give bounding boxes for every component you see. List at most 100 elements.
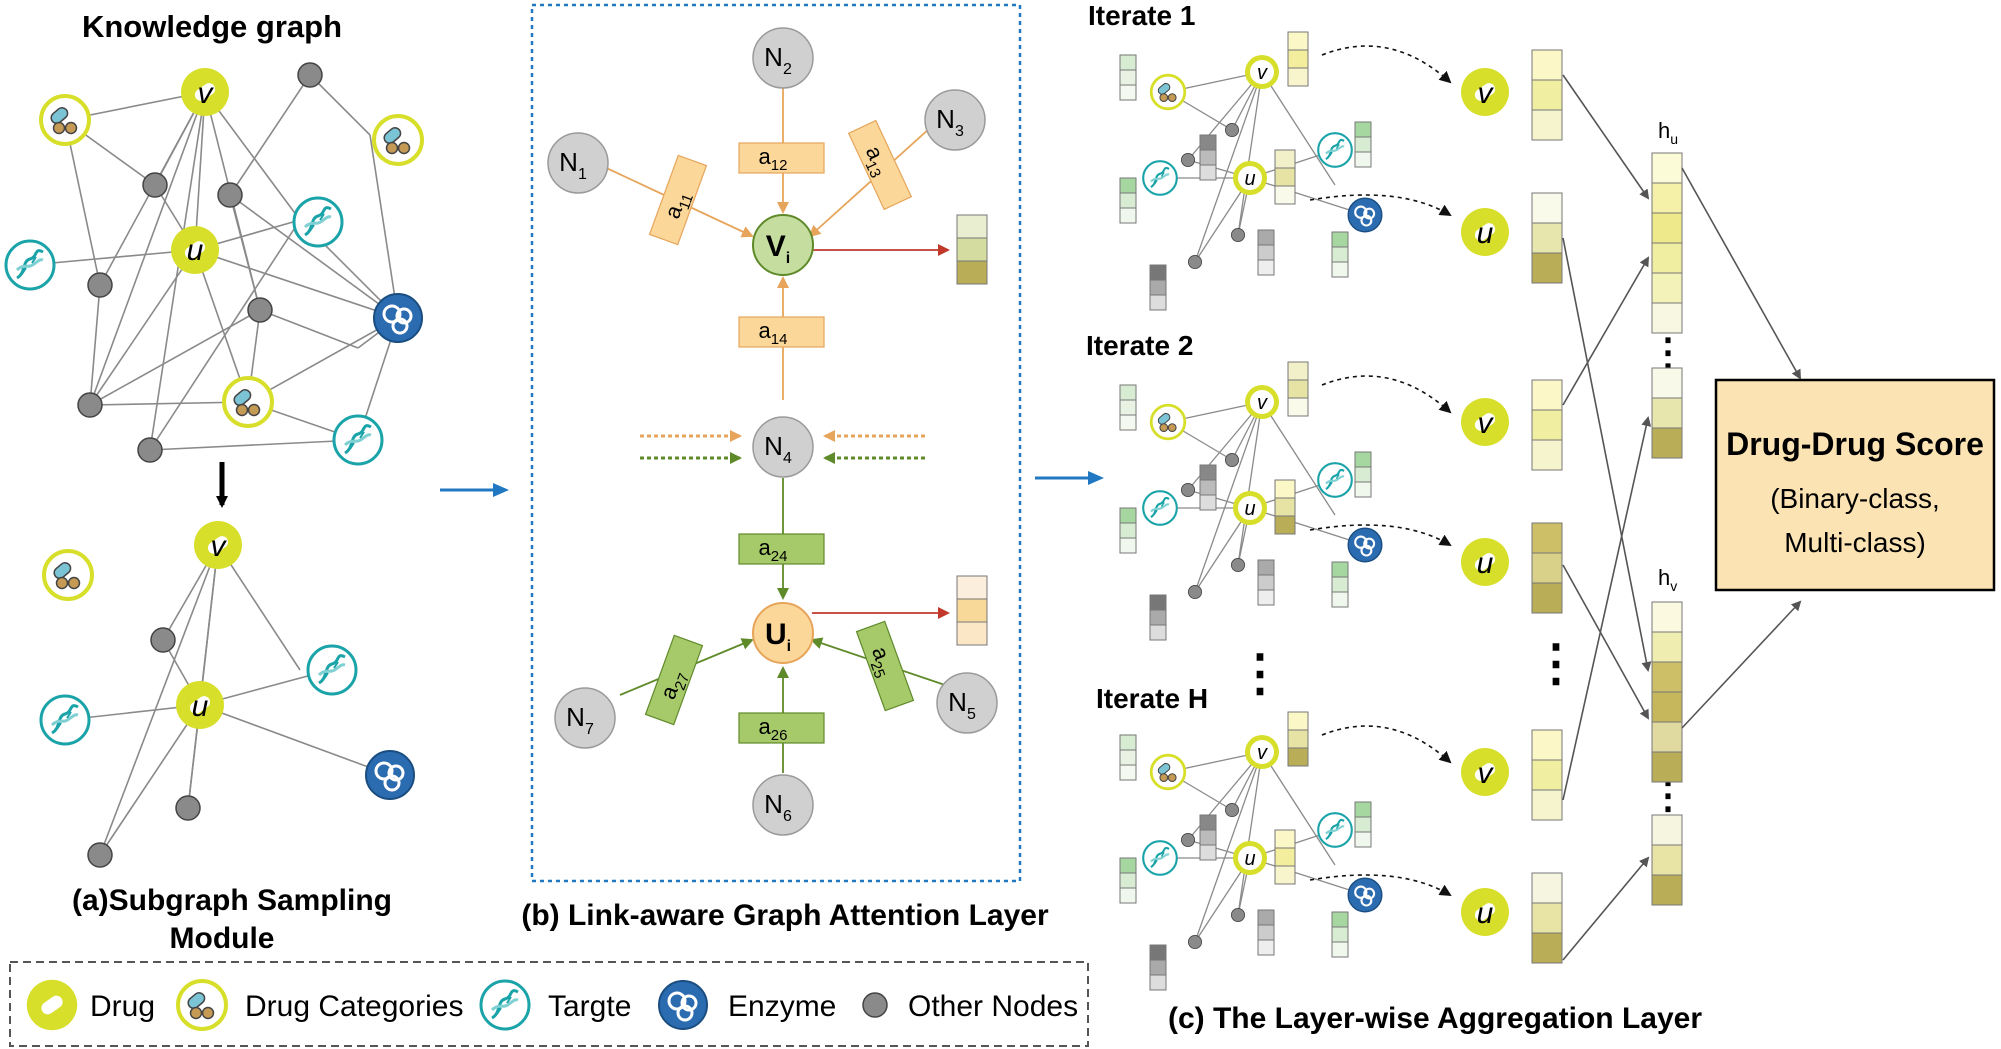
other-node-icon — [217, 182, 243, 208]
v-embedding-column — [1531, 379, 1563, 471]
other-node-icon — [1224, 122, 1240, 138]
drug-category-icon — [176, 979, 228, 1031]
drug-category-icon — [1149, 403, 1187, 441]
iterate-u-label: u — [1244, 168, 1255, 190]
svg-text:N2: N2 — [764, 42, 792, 78]
enzyme-icon — [1347, 197, 1383, 233]
enzyme-icon — [1347, 527, 1383, 563]
node-feature-column — [1199, 464, 1217, 511]
node-feature-column — [1354, 451, 1372, 498]
target-icon — [1317, 812, 1353, 848]
svg-text:a27: a27 — [655, 667, 693, 704]
attention-a12: a12 — [738, 142, 825, 174]
subgraph-edges — [64, 544, 391, 856]
node-feature-column — [1257, 909, 1275, 956]
panel-c-caption: (c) The Layer-wise Aggregation Layer — [1168, 1002, 1702, 1035]
node-feature-column — [1331, 561, 1349, 608]
legend-enzyme: Enzyme — [728, 990, 836, 1023]
node-feature-column — [1257, 229, 1275, 276]
other-node-icon — [862, 992, 888, 1018]
svg-text:N5: N5 — [948, 687, 976, 723]
iterate-2-label: Iterate 2 — [1086, 330, 1193, 361]
output-u: u — [1461, 208, 1509, 256]
node-n7: N7 — [554, 687, 616, 749]
vi-embedding — [956, 214, 988, 285]
output-u-label: u — [1477, 217, 1494, 250]
svg-text:Ui: Ui — [765, 618, 791, 655]
svg-text:a11: a11 — [659, 187, 697, 223]
u-embedding-column — [1531, 192, 1563, 284]
drug-category-icon — [1149, 753, 1187, 791]
other-node-icon — [175, 795, 201, 821]
other-node-icon — [1187, 254, 1203, 270]
target-icon — [479, 979, 531, 1031]
node-feature-column — [1119, 734, 1137, 781]
node-vi: Vi — [752, 214, 814, 276]
node-feature-column — [1149, 264, 1167, 311]
node-feature-column — [1331, 231, 1349, 278]
iterate-1-label: Iterate 1 — [1088, 0, 1195, 31]
node-v-label: v — [198, 77, 215, 110]
legend-other: Other Nodes — [908, 990, 1078, 1023]
other-node-icon — [247, 297, 273, 323]
drug-category-icon — [42, 549, 94, 601]
node-ui: Ui — [752, 602, 814, 664]
enzyme-icon — [372, 292, 424, 344]
panel-a: Knowledge graph — [4, 9, 424, 955]
node-u-label: u — [187, 234, 204, 267]
node-n4: N4 — [752, 416, 814, 478]
node-feature-column — [1331, 911, 1349, 958]
panel-a-caption-line2: Module — [170, 922, 275, 955]
enzyme-icon — [1347, 877, 1383, 913]
target-icon — [1142, 160, 1178, 196]
drug-category-icon — [1149, 73, 1187, 111]
enzyme-icon — [364, 749, 416, 801]
score-line2: Multi-class) — [1784, 527, 1926, 558]
node-n3: N3 — [924, 89, 986, 151]
iterate-u-label: u — [1244, 848, 1255, 870]
node-feature-column — [1149, 944, 1167, 991]
legend-drug-categories: Drug Categories — [245, 990, 463, 1023]
score-title: Drug-Drug Score — [1726, 426, 1984, 462]
other-node-icon — [1230, 227, 1246, 243]
attention-a26: a26 — [738, 712, 825, 744]
other-node-icon — [1187, 584, 1203, 600]
svg-text:a24: a24 — [759, 535, 788, 565]
hv-label: hv — [1658, 565, 1677, 594]
other-node-icon — [1224, 452, 1240, 468]
drug-category-icon — [222, 376, 274, 428]
node-feature-column — [1119, 384, 1137, 431]
node-feature-column — [1287, 711, 1309, 767]
output-u: u — [1461, 888, 1509, 936]
u-embedding-column — [1531, 872, 1563, 964]
other-node-icon — [87, 272, 113, 298]
attention-a11: a11 — [648, 154, 708, 246]
iterate-v-label: v — [1257, 742, 1268, 764]
output-v: v — [1461, 398, 1509, 446]
target-icon — [39, 694, 91, 746]
ui-embedding — [956, 575, 988, 646]
other-node-icon — [77, 392, 103, 418]
output-v-label: v — [1478, 77, 1495, 110]
embedding-ellipsis: ⋮ — [1531, 635, 1581, 691]
node-feature-column — [1149, 594, 1167, 641]
output-v: v — [1461, 68, 1509, 116]
node-n5: N5 — [936, 672, 998, 734]
node-feature-column — [1199, 814, 1217, 861]
output-u-label: u — [1477, 547, 1494, 580]
svg-text:a14: a14 — [759, 318, 788, 348]
other-node-icon — [1224, 802, 1240, 818]
node-feature-column — [1119, 177, 1137, 224]
hu-ellipsis: ⋮ — [1649, 332, 1687, 374]
node-feature-column — [1199, 134, 1217, 181]
node-n1: N1 — [547, 132, 609, 194]
drug-icon — [26, 979, 78, 1031]
attention-a24: a24 — [738, 533, 825, 565]
svg-text:N4: N4 — [764, 431, 792, 467]
iterate-h-label: Iterate H — [1096, 683, 1208, 714]
other-node-icon — [1180, 152, 1196, 168]
node-feature-column — [1354, 801, 1372, 848]
attention-a13: a13 — [847, 119, 913, 211]
